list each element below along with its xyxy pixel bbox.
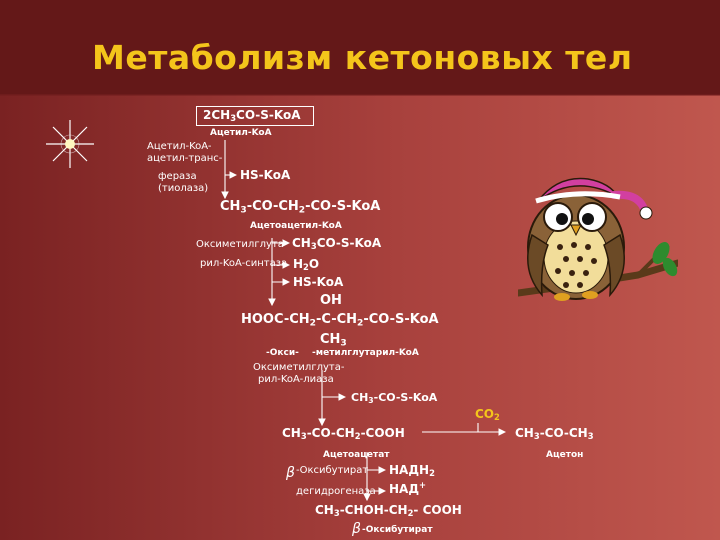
start-compound: 2CH3CO-S-KoA — [203, 108, 301, 124]
co2: CO2 — [475, 407, 500, 423]
slide-title: Метаболизм кетоновых тел — [92, 38, 633, 77]
enzyme1-line2: ацетил-транс- — [147, 153, 223, 164]
enzyme4-line2: дегидрогеназа — [296, 486, 376, 497]
enzyme3-line2: рил-KoA-лиаза — [258, 374, 334, 385]
enzyme1-line3: фераза — [158, 171, 197, 182]
beta-symbol-2: β — [352, 521, 361, 537]
enzyme1-line4: (тиолаза) — [158, 183, 209, 194]
acetone-label: Ацетон — [546, 450, 584, 460]
beta-hydroxybutyrate-label: -Оксибутират — [362, 525, 433, 535]
start-compound-box — [196, 106, 314, 126]
owl-illustration — [518, 177, 678, 301]
oh-group: OH — [320, 293, 342, 308]
hmg-coa: HOOC-CH2-C-CH2-CO-S-KoA — [241, 312, 439, 329]
hs-coa-1: HS-KoA — [240, 168, 291, 182]
nad-plus: НАД+ — [389, 480, 427, 496]
acetoacetyl-coa-label: Ацетоацетил-KoA — [250, 221, 342, 231]
ch3-branch: CH3 — [320, 332, 347, 349]
acetoacetyl-coa: CH3-CO-CH2-CO-S-KoA — [220, 199, 381, 216]
title-band — [0, 0, 720, 94]
hmg-label-left: -Окси- — [266, 348, 299, 358]
enzyme2-line1: Оксиметилглута- — [196, 239, 288, 250]
beta-hydroxybutyrate: CH3-CHOH-CH2- COOH — [315, 503, 462, 519]
hs-coa-2: HS-KoA — [293, 275, 344, 289]
acetyl-coa-3: CH3-CO-S-KoA — [351, 391, 438, 405]
water: H2O — [293, 257, 320, 273]
nadh2: НАДН2 — [389, 463, 435, 479]
acetoacetate-label: Ацетоацетат — [323, 450, 390, 460]
enzyme3-line1: Оксиметилглута- — [253, 362, 345, 373]
acetoacetate: CH3-CO-CH2-COOH — [282, 426, 405, 442]
acetyl-coa-2: CH3CO-S-KoA — [292, 236, 382, 252]
acetone: CH3-CO-CH3 — [515, 426, 594, 442]
hmg-label-right: -метилглутарил-KoA — [312, 348, 419, 358]
beta-symbol-1: β — [286, 465, 295, 481]
enzyme1-line1: Ацетил-KoA- — [147, 141, 212, 152]
enzyme2-line2: рил-KoA-синтаза — [200, 258, 288, 269]
sparkle-star-icon — [46, 120, 94, 168]
enzyme4-line1: -Оксибутират- — [296, 465, 372, 476]
acetyl-coa-label: Ацетил-KoA — [210, 128, 272, 138]
